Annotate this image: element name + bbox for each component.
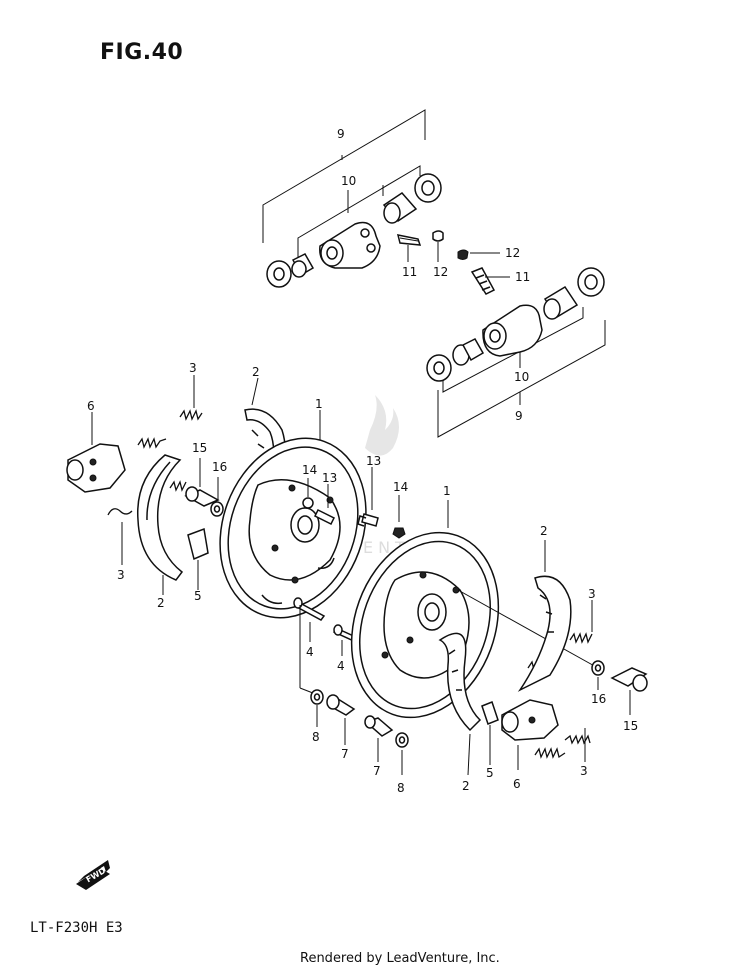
callout-14-left-a: 14 (302, 463, 317, 477)
callout-6-left: 6 (87, 399, 95, 413)
callout-12-side: 12 (505, 246, 520, 260)
callout-2-left: 2 (157, 596, 165, 610)
callout-12-top: 12 (433, 265, 448, 279)
callout-5-right: 5 (486, 766, 494, 780)
callout-7-left: 7 (341, 747, 349, 761)
callout-8-right: 8 (397, 781, 405, 795)
callout-1-right: 1 (443, 484, 451, 498)
callout-11-top: 11 (402, 265, 417, 279)
callout-8-left: 8 (312, 730, 320, 744)
callout-4-right: 4 (337, 659, 345, 673)
callout-11-side: 11 (515, 270, 530, 284)
wheel-cylinder-lower: 12 11 (426, 246, 606, 438)
callout-9-top: 9 (337, 127, 345, 141)
callout-4-left: 4 (306, 645, 314, 659)
callout-10-bottom: 10 (514, 370, 529, 384)
callout-3-right-top: 3 (588, 587, 596, 601)
callout-16-left: 16 (212, 460, 227, 474)
render-credit: Rendered by LeadVenture, Inc. (300, 951, 500, 966)
callout-1-left: 1 (315, 397, 323, 411)
wheel-cylinder-upper: 9 10 11 12 (262, 109, 448, 288)
fwd-arrow-icon: FWD (76, 860, 110, 890)
callout-5-left: 5 (194, 589, 202, 603)
callout-2-right-top: 2 (540, 524, 548, 538)
callout-9-bottom: 9 (515, 409, 523, 423)
callout-16-right: 16 (591, 692, 606, 706)
figure-title: FIG.40 (100, 40, 184, 65)
model-code: LT-F230H E3 (30, 920, 123, 936)
right-brake-assembly: 1 2 5 6 3 3 (350, 484, 648, 795)
callout-3-right-bottom: 3 (580, 764, 588, 778)
callout-2-left-top: 2 (252, 365, 260, 379)
callout-13-left-a: 13 (322, 471, 337, 485)
callout-14-left-b: 14 (393, 480, 408, 494)
callout-3-left-bottom: 3 (117, 568, 125, 582)
callout-6-right: 6 (513, 777, 521, 791)
callout-3-left-top: 3 (189, 361, 197, 375)
callout-13-left-b: 13 (366, 454, 381, 468)
callout-7-right: 7 (373, 764, 381, 778)
callout-15-left: 15 (192, 441, 207, 455)
callout-2-right-bottom: 2 (462, 779, 470, 793)
callout-10-top: 10 (341, 174, 356, 188)
callout-15-right: 15 (623, 719, 638, 733)
left-brake-assembly: 6 3 3 2 5 15 (66, 361, 408, 761)
